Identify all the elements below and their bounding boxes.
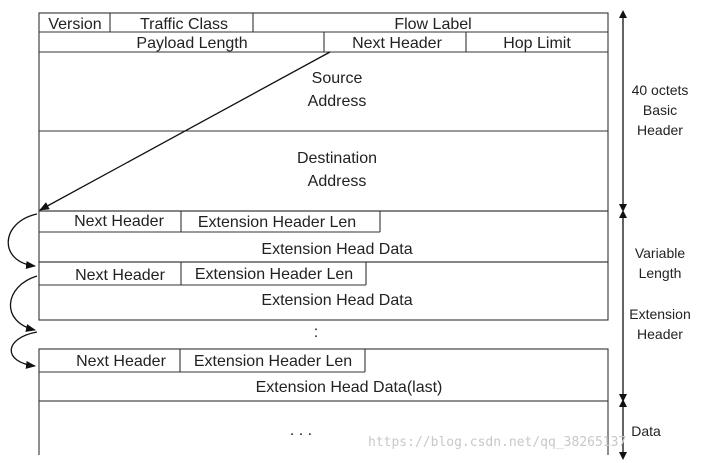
extension-frame (38, 348, 609, 402)
basic-header: Version Traffic Class Flow Label Payload… (38, 12, 609, 212)
source-address-line2: Address (308, 93, 367, 110)
payload-data: . . . (38, 401, 609, 455)
ext-header-len: Extension Header Len (194, 353, 352, 370)
data-label: Data (631, 423, 661, 439)
extension-header-label-1: Extension (629, 306, 690, 322)
basic-header-label-1: 40 octets (632, 82, 689, 98)
variable-length-label-2: Length (639, 265, 682, 281)
field-version: Version (48, 16, 101, 33)
ext-header-len: Extension Header Len (195, 266, 353, 283)
variable-length-label-1: Variable (635, 245, 686, 261)
extension-header-1: Next Header Extension Header Len Extensi… (38, 210, 609, 263)
ext-head-data: Extension Head Data(last) (256, 379, 443, 396)
destination-address-line1: Destination (297, 150, 377, 167)
field-payload-length: Payload Length (136, 35, 247, 52)
ext-header-len: Extension Header Len (198, 214, 356, 231)
field-next-header: Next Header (352, 35, 442, 52)
chain-arrow-2 (9, 275, 38, 332)
ext-head-data: Extension Head Data (261, 292, 412, 309)
vertical-ellipsis: : (314, 324, 318, 341)
ext-head-data: Extension Head Data (261, 241, 412, 258)
data-ellipsis: . . . (290, 422, 312, 439)
source-address-line1: Source (312, 70, 363, 87)
basic-header-label-3: Header (637, 122, 683, 138)
extension-header-2: Next Header Extension Header Len Extensi… (38, 261, 609, 321)
extension-header-label-2: Header (637, 326, 683, 342)
ext-next-header: Next Header (74, 213, 164, 230)
chain-arrow-1 (7, 213, 38, 269)
field-hop-limit: Hop Limit (503, 35, 571, 52)
next-header-pointer-arrow (39, 51, 331, 211)
field-traffic-class: Traffic Class (140, 16, 228, 33)
watermark: https://blog.csdn.net/qq_38265137 (368, 435, 626, 450)
side-labels: 40 octets Basic Header Variable Length E… (629, 82, 690, 439)
chain-arrow-3 (10, 331, 38, 369)
extension-frame (38, 261, 609, 321)
ext-next-header: Next Header (75, 267, 165, 284)
basic-header-label-2: Basic (643, 102, 677, 118)
ext-next-header: Next Header (76, 353, 166, 370)
field-flow-label: Flow Label (394, 16, 471, 33)
extension-header-3: Next Header Extension Header Len Extensi… (38, 348, 609, 402)
destination-address-line2: Address (308, 173, 367, 190)
